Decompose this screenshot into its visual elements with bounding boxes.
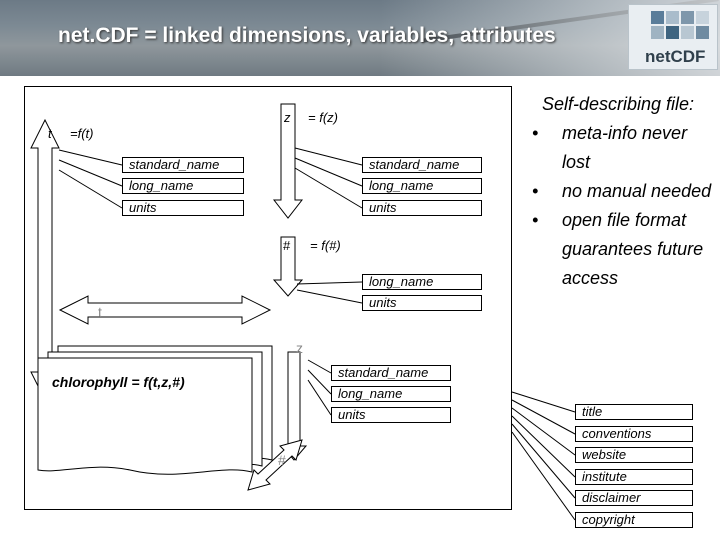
notes-item: • open file format guarantees future acce… [520,206,716,293]
bullet: • [532,210,539,230]
global-attr-conventions: conventions [575,426,693,442]
global-attr-disclaimer: disclaimer [575,490,693,506]
t-dim-name: t [48,126,52,141]
t-attr-standard-name: standard_name [122,157,244,173]
netcdf-logo: netCDF [628,4,718,70]
t-dim-function: =f(t) [70,126,94,141]
notes-item-text: no manual needed [562,181,712,201]
hash-attr-units: units [362,295,482,311]
notes-item: • meta-info never lost [520,119,716,177]
global-attr-website: website [575,447,693,463]
global-attr-copyright: copyright [575,512,693,528]
self-describing-notes: Self-describing file: • meta-info never l… [520,90,716,293]
z-dim-function: = f(z) [308,110,338,125]
z-attr-long-name: long_name [362,178,482,194]
notes-item-text: meta-info never lost [562,123,688,172]
z-attr-units: units [362,200,482,216]
z-dim-name: z [284,110,291,125]
notes-item: • no manual needed [520,177,716,206]
variable-z-label: z [296,340,303,356]
z-attr-standard-name: standard_name [362,157,482,173]
z-dimension-arrow [272,103,304,219]
global-attr-institute: institute [575,469,693,485]
bullet: • [532,181,539,201]
global-attr-title: title [575,404,693,420]
variable-pages [37,345,273,475]
variable-hash-label: # [278,452,286,468]
logo-text: netCDF [645,47,706,66]
header-banner: net.CDF = linked dimensions, variables, … [0,0,720,76]
attribute-connectors [58,147,576,521]
hash-dim-name: # [283,238,291,253]
t-horizontal-label: t [98,304,102,320]
variable-label: chlorophyll = f(t,z,#) [52,374,185,390]
variable-hash-arrow [247,439,303,491]
bullet: • [532,123,539,143]
var-attr-long-name: long_name [331,386,451,402]
notes-list: •meta-info never lost •no manual needed … [520,119,716,293]
hash-attr-long-name: long_name [362,274,482,290]
t-horizontal-arrow [58,295,272,325]
hash-dim-function: = f(#) [310,238,341,253]
notes-heading: Self-describing file: [541,94,695,114]
t-attr-long-name: long_name [122,178,244,194]
page-title: net.CDF = linked dimensions, variables, … [58,24,556,47]
t-attr-units: units [122,200,244,216]
notes-item-text: open file format guarantees future acces… [562,210,704,288]
hash-dimension-arrow [272,236,304,297]
var-attr-standard-name: standard_name [331,365,451,381]
var-attr-units: units [331,407,451,423]
netcdf-file-frame [24,86,512,510]
